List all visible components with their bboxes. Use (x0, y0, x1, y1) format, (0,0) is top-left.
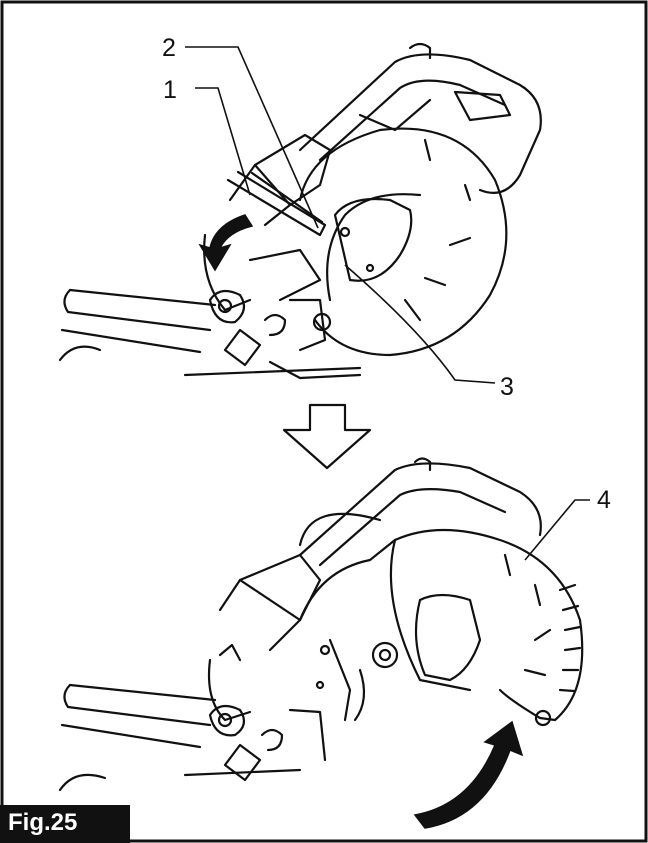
saw-guard-closed-drawing (58, 42, 542, 380)
down-rotate-arrow (198, 214, 254, 272)
step-arrow-down (282, 403, 372, 470)
figure-label: Fig.25 (8, 809, 78, 836)
saw-guard-raised-drawing (58, 457, 584, 792)
callout-4: 4 (597, 486, 611, 514)
callout-1: 1 (163, 76, 177, 104)
callout-2: 2 (162, 34, 176, 62)
figure-label-box (0, 805, 130, 843)
callout-leaders (185, 46, 590, 561)
callout-3: 3 (500, 373, 514, 401)
up-rotate-arrow (413, 720, 524, 829)
